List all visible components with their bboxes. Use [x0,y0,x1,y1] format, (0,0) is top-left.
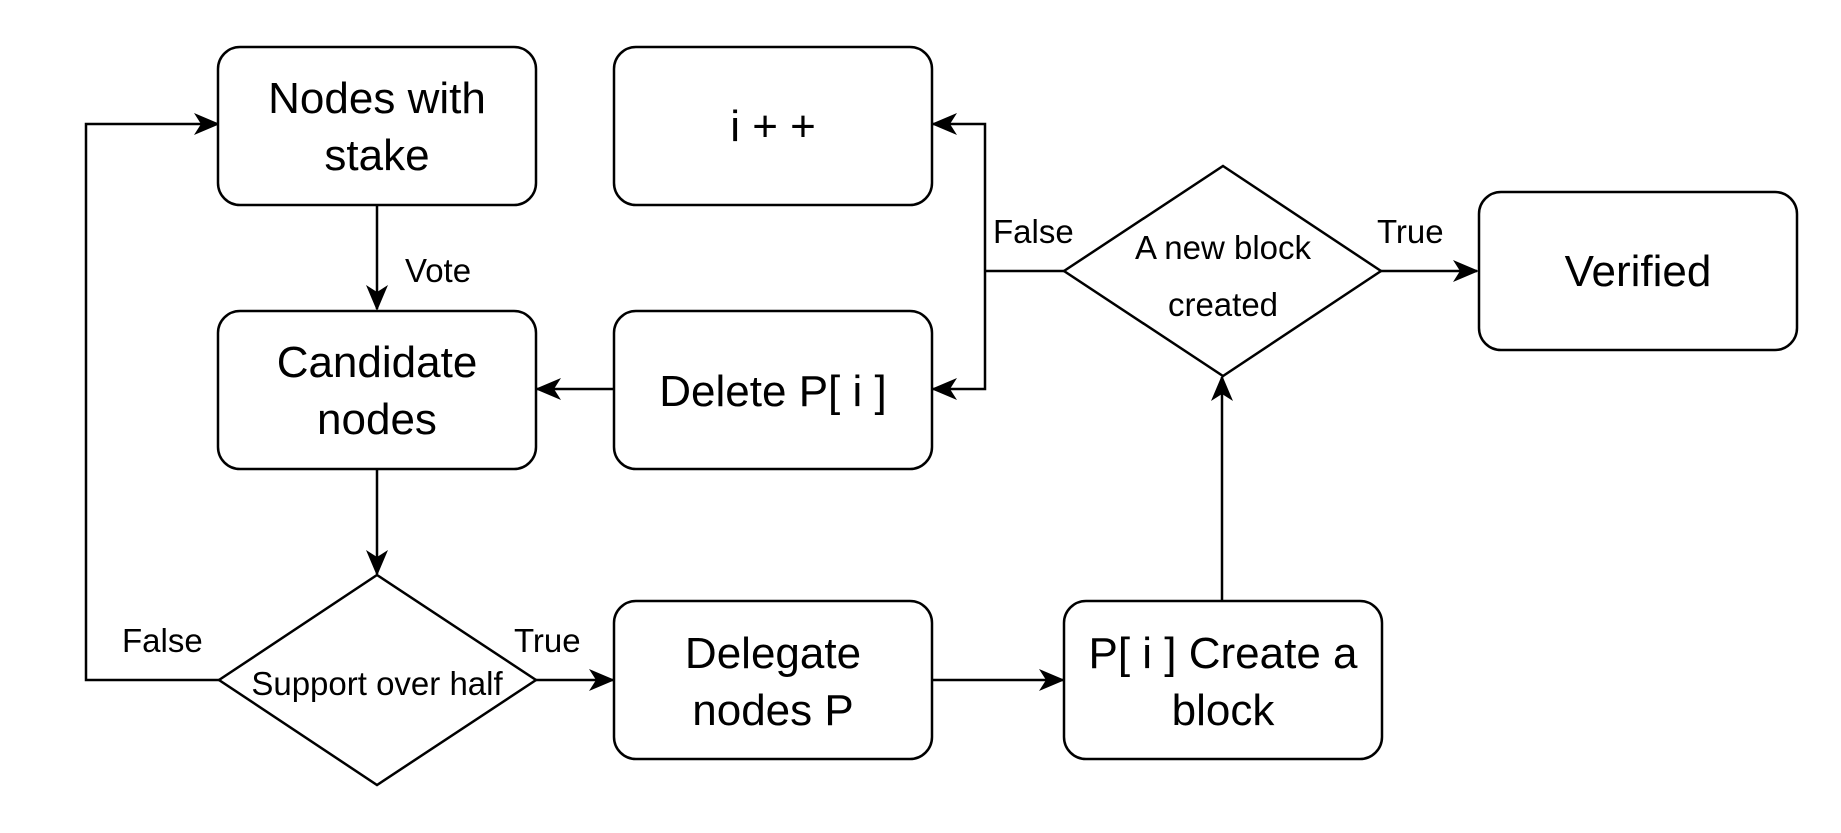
nodes-with-stake-line2: stake [324,131,429,180]
node-delete-p-i [612,309,934,471]
candidate-nodes-line2: nodes [317,395,437,444]
node-i-plus-plus [612,45,934,207]
edge-label-vote: Vote [405,252,471,289]
create-block-line1: P[ i ] Create a [1088,629,1358,678]
delegate-nodes-line2: nodes P [692,686,853,735]
i-plus-plus-label: i + + [730,102,816,151]
node-p-i-create-block [1062,599,1384,761]
edge-false-to-i-plus-plus [931,113,987,271]
node-delegate-nodes-p [612,599,934,761]
node-nodes-with-stake [216,45,538,207]
nodes-with-stake-line1: Nodes with [268,74,486,123]
candidate-nodes-line1: Candidate [277,338,478,387]
edge-label-bottom-true: True [514,622,581,659]
verified-label: Verified [1565,247,1712,296]
decision-new-block-created [1061,164,1384,378]
decision-support-over-half [216,573,539,787]
delete-p-i-label: Delete P[ i ] [659,367,886,416]
support-over-half-label: Support over half [251,665,503,702]
new-block-created-line1: A new block [1135,229,1312,266]
edge-label-bottom-false: False [122,622,203,659]
create-block-line2: block [1172,686,1276,735]
new-block-created-line2: created [1168,286,1278,323]
edge-label-top-true: True [1377,213,1444,250]
edge-support-false-loop [84,113,220,682]
delegate-nodes-line1: Delegate [685,629,861,678]
node-verified [1477,190,1799,352]
edge-label-top-false: False [993,213,1074,250]
edge-false-to-delete [931,271,987,400]
node-candidate-nodes [216,309,538,471]
